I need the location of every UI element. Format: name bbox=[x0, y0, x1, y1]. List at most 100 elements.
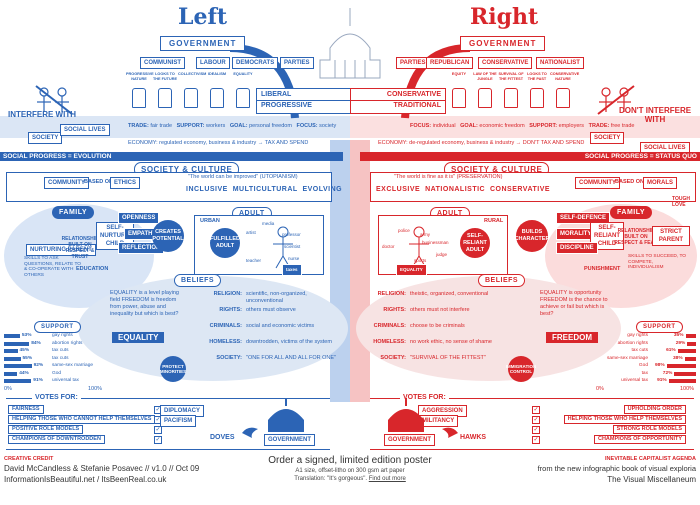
poster-sub: A1 size, offset-litho on 300 gsm art pap… bbox=[295, 468, 405, 474]
left-relationship: RELATIONSHIP BUILT ON RESPECT & TRUST bbox=[61, 236, 99, 260]
support-bar bbox=[684, 356, 696, 361]
progressive-label: PROGRESSIVE bbox=[261, 102, 312, 109]
belief-right-value: "SURVIVAL OF THE FITTEST" bbox=[410, 355, 486, 361]
right-economy-row: ECONOMY: de-regulated economy, business … bbox=[378, 140, 585, 146]
left-skills-note: SKILLS TO ASK QUESTIONS, RELATE TO & CO-… bbox=[24, 256, 82, 278]
goal-value: personal freedom bbox=[249, 123, 292, 129]
right-value-col: CONSERVATIVE NATURE bbox=[550, 72, 579, 108]
left-beliefs-cloud bbox=[78, 276, 348, 381]
right-skills-note: SKILLS TO SUCCEED, TO COMPETE, INDIVIDUA… bbox=[628, 254, 687, 270]
belief-right-value: choose to be criminals bbox=[410, 323, 465, 329]
right-value-label: LOOKS TO THE PAST bbox=[527, 72, 547, 81]
support-bar bbox=[687, 341, 696, 346]
right-government-label: GOVERNMENT bbox=[460, 36, 546, 51]
doves-label: DOVES bbox=[210, 434, 235, 441]
right-traits: EXCLUSIVE NATIONALISTIC CONSERVATIVE bbox=[376, 186, 551, 193]
vote-checkbox: ✓ bbox=[532, 406, 540, 414]
left-figures-icon bbox=[35, 85, 73, 115]
belief-left-value: downtrodden, victims of the system bbox=[246, 339, 332, 345]
belief-label-left: RIGHTS: bbox=[219, 307, 242, 313]
vote-item: POSITIVE ROLE MODELS bbox=[8, 425, 84, 434]
left-value-col: COLLECTIVISM bbox=[178, 72, 206, 108]
support-bar bbox=[668, 379, 696, 383]
support-value: 53% bbox=[21, 333, 32, 338]
right-title: Right bbox=[470, 4, 539, 30]
adult-label-judge: judge bbox=[436, 252, 448, 257]
support-value: 91% bbox=[33, 378, 43, 383]
vote-checkbox: ✓ bbox=[532, 436, 540, 444]
dont-interfere-with-label: DON'T INTERFERE WITH bbox=[618, 106, 692, 124]
right-answer-freedom: FREEDOM bbox=[546, 332, 598, 343]
belief-label-left: HOMELESS: bbox=[209, 339, 242, 345]
left-votes-title: VOTES FOR: bbox=[32, 394, 81, 401]
adult-label-teacher: teacher bbox=[246, 258, 262, 263]
find-out-more-link[interactable]: Find out more bbox=[368, 476, 406, 482]
right-society-box bbox=[370, 172, 696, 202]
credit-site[interactable]: InformationIsBeautiful.net / ItsBeenReal… bbox=[4, 475, 167, 484]
left-government-label: GOVERNMENT bbox=[160, 36, 246, 51]
left-value-label: LOOKS TO THE FUTURE bbox=[152, 72, 178, 81]
left-economy-row: ECONOMY: regulated economy, business & i… bbox=[128, 140, 309, 146]
shirt-icon bbox=[504, 88, 518, 108]
support-bar bbox=[4, 356, 21, 361]
support-label: tax bbox=[641, 370, 648, 376]
party-conservative: CONSERVATIVE bbox=[478, 57, 533, 69]
focus-value: individual bbox=[432, 123, 456, 129]
protect-minorities-badge: PROTECT MINORITIES bbox=[160, 356, 186, 382]
adult-label-nurse: nurse bbox=[288, 256, 300, 261]
support-bar bbox=[4, 379, 32, 383]
right-value-col: SURVIVAL OF THE FITTEST bbox=[498, 72, 524, 108]
shirt-icon bbox=[184, 88, 198, 108]
poster-translation: Translation: "It's gorgeous". Find out m… bbox=[240, 476, 460, 482]
support-value: 92% bbox=[33, 363, 44, 368]
support-bar bbox=[4, 334, 20, 338]
support-label: SUPPORT: bbox=[529, 123, 558, 129]
left-social-lives-tag: SOCIAL LIVES bbox=[60, 124, 110, 136]
party-parties-left: PARTIES bbox=[280, 57, 314, 69]
adult-label-professor: professor bbox=[282, 232, 301, 237]
vote-item: CHAMPIONS OF DOWNTRODDEN bbox=[8, 435, 105, 444]
support-value: 84% bbox=[31, 340, 41, 346]
shirt-icon bbox=[132, 88, 146, 108]
right-axis-min: 0% bbox=[596, 386, 604, 392]
belief-left-value: "ONE FOR ALL AND ALL FOR ONE" bbox=[246, 355, 336, 361]
punishment-label: PUNISHMENT bbox=[584, 266, 621, 272]
belief-left-value: social and economic victims bbox=[246, 323, 315, 329]
adult-label-army: army bbox=[420, 232, 430, 237]
support-label: same-sex marriage bbox=[52, 363, 94, 368]
right-value-col: LAW OF THE JUNGLE bbox=[472, 72, 498, 108]
vote-checkbox: ✓ bbox=[154, 426, 162, 434]
trade-label: TRADE: bbox=[588, 123, 610, 129]
goal-value: economic freedom bbox=[479, 123, 525, 129]
right-equality-text: EQUALITY is opportunity FREEDOM is the c… bbox=[540, 290, 608, 317]
left-quote: "The world can be improved" (UTOPIANISM) bbox=[188, 174, 298, 180]
belief-label-right: RELIGION: bbox=[377, 291, 406, 297]
creates-potential-badge: CREATES POTENTIAL bbox=[152, 220, 184, 252]
adult-label-artist: artist bbox=[246, 230, 256, 235]
left-votes-government: GOVERNMENT bbox=[264, 434, 316, 446]
self-defence-tag: SELF-DEFENCE bbox=[556, 212, 611, 224]
poster-title[interactable]: Order a signed, limited edition poster bbox=[268, 455, 432, 466]
right-value-label: EQUITY bbox=[451, 72, 467, 76]
support-value: 38% bbox=[673, 355, 683, 361]
support-label: gay rights bbox=[627, 333, 648, 338]
belief-right-value: theistic, organized, conventional bbox=[410, 291, 489, 297]
vote-item: FAIRNESS bbox=[8, 405, 44, 414]
belief-label-left: CRIMINALS: bbox=[209, 323, 242, 329]
support-label: abortion rights bbox=[52, 340, 83, 346]
right-votes-box bbox=[370, 398, 694, 450]
focus-value: society bbox=[319, 123, 337, 129]
adult-label-doctor: doctor bbox=[382, 244, 395, 249]
support-bar bbox=[4, 371, 18, 376]
right-votes-list: UPHOLDING ORDER✓HELPING THOSE WHO HELP T… bbox=[532, 405, 686, 449]
right-votes-title: VOTES FOR: bbox=[400, 394, 449, 401]
vote-checkbox: ✓ bbox=[532, 426, 540, 434]
shirt-icon bbox=[452, 88, 466, 108]
support-label: tax cuts bbox=[52, 348, 69, 353]
book-title[interactable]: The Visual Miscellaneum bbox=[607, 475, 696, 484]
left-value-label: PROGRESSIVE NATURE bbox=[126, 72, 154, 81]
support-value: 98% bbox=[655, 363, 665, 368]
